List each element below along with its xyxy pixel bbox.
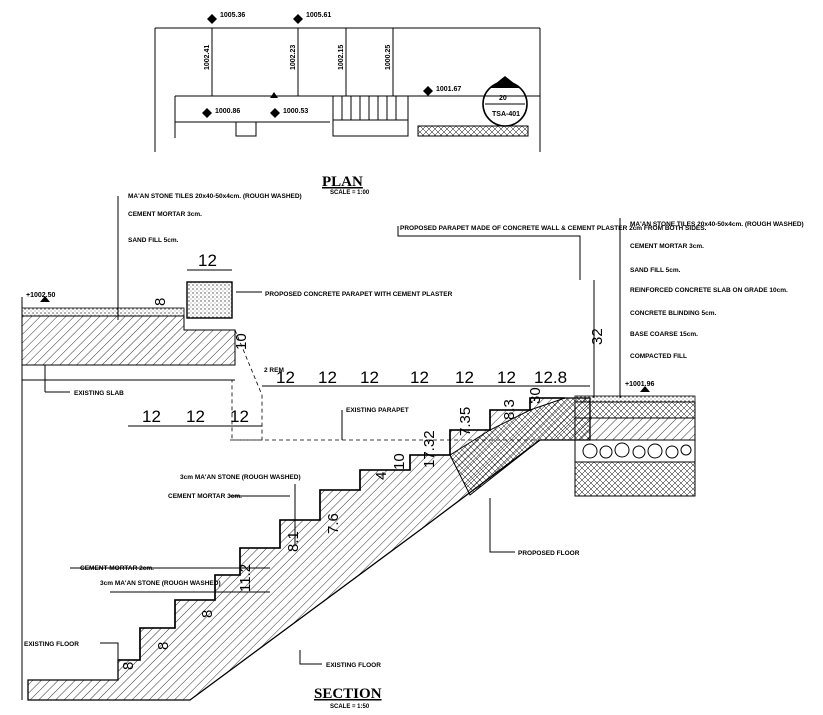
top-dim-5: 12 [455, 368, 474, 387]
plan-vlevel-3: 1002.15 [338, 45, 345, 70]
riser-dim-9: 17.32 [421, 430, 438, 468]
top-dim-7: 12.8 [534, 368, 567, 387]
left-level-marker [40, 296, 50, 302]
base-coarse-stones [574, 439, 696, 463]
lower-dim-2: 12 [186, 407, 205, 426]
lower-dim-1: 12 [142, 407, 161, 426]
right-slab [574, 401, 696, 419]
right-height: 32 [589, 328, 606, 345]
plan-view: 1005.36 1005.61 1000.86 1000.53 1001.67 … [154, 12, 541, 196]
top-dim-3: 12 [360, 368, 379, 387]
riser-dim-8: 10 [391, 453, 408, 470]
right-note-4: REINFORCED CONCRETE SLAB ON GRADE 10cm. [630, 287, 788, 294]
existing-floor-left-label: EXISTING FLOOR [24, 641, 79, 648]
riser-dim-2: 8 [155, 642, 172, 650]
compacted-fill [574, 461, 696, 497]
existing-floor-bottom-label: EXISTING FLOOR [326, 662, 381, 669]
parapet-width: 12 [198, 251, 217, 270]
plan-vlevel-1: 1002.41 [204, 45, 211, 70]
top-dim-4: 12 [410, 368, 429, 387]
plan-level-5: 1001.67 [436, 86, 461, 93]
plan-vlevel-2: 1002.23 [290, 45, 297, 70]
section-marker-number: 20 [499, 95, 507, 102]
section-scale: SCALE = 1:50 [330, 704, 370, 710]
existing-slab [21, 315, 236, 366]
section-marker-sheet: TSA-401 [492, 111, 520, 118]
riser-dim-6: 8.1 [285, 531, 302, 552]
existing-slab-label: EXISTING SLAB [74, 390, 124, 397]
right-note-6: BASE COARSE 15cm. [630, 331, 698, 338]
proposed-parapet [186, 281, 233, 319]
right-note-3: SAND FILL 5cm. [630, 267, 681, 274]
stair-note-3: CEMENT MORTAR 2cm. [80, 565, 154, 572]
left-floor-finish [21, 307, 185, 317]
right-note-7: COMPACTED FILL [630, 353, 687, 360]
plan-stair-treads [333, 96, 408, 121]
plan-scale: SCALE = 1:00 [330, 190, 370, 196]
wall-note: PROPOSED PARAPET MADE OF CONCRETE WALL &… [400, 225, 707, 232]
plan-level-1: 1005.36 [220, 12, 245, 19]
parapet-side: 10 [233, 333, 250, 350]
top-dim-2: 12 [318, 368, 337, 387]
left-note-1: MA'AN STONE TILES 20x40-50x4cm. (ROUGH W… [128, 193, 302, 200]
section-view: +1002.50 +1001.96 12 8 10 12 12 12 12 12… [21, 193, 804, 710]
existing-parapet-label: EXISTING PARAPET [346, 407, 409, 414]
plan-level-4: 1000.53 [283, 108, 308, 115]
riser-dim-4: 8 [199, 610, 216, 618]
parapet-note: PROPOSED CONCRETE PARAPET WITH CEMENT PL… [265, 291, 453, 298]
left-note-2: CEMENT MORTAR 3cm. [128, 211, 202, 218]
riser-dim-10: 7.35 [457, 407, 474, 436]
plan-level-2: 1005.61 [306, 12, 331, 19]
riser-dim-7: 4 [373, 472, 390, 480]
stair-note-1: 3cm MA'AN STONE (ROUGH WASHED) [180, 474, 301, 481]
right-note-1: MA'AN STONE TILES 20x40-50x4cm. (ROUGH W… [630, 221, 804, 228]
riser-dim-1: 8 [120, 662, 137, 670]
plan-vlevel-4: 1000.25 [385, 45, 392, 70]
plan-level-markers [202, 14, 433, 118]
right-level: +1001.96 [625, 381, 654, 388]
riser-dim-3: 11.2 [237, 564, 254, 592]
stair-finish-line [118, 397, 565, 661]
section-title: SECTION [314, 686, 382, 702]
riser-dim-11: 8.3 [501, 399, 518, 420]
right-blinding [574, 417, 696, 441]
riser-dim-5: 7.6 [325, 513, 342, 534]
parapet-height: 8 [152, 298, 169, 306]
stair-note-4: 3cm MA'AN STONE (ROUGH WASHED) [100, 580, 221, 587]
stair-note-2: CEMENT MORTAR 3cm. [168, 493, 242, 500]
top-dim-6: 12 [497, 368, 516, 387]
right-floor-finish [574, 395, 696, 403]
right-note-2: CEMENT MORTAR 3cm. [630, 243, 704, 250]
left-note-3: SAND FILL 5cm. [128, 237, 179, 244]
plan-parapet [417, 125, 529, 137]
riser-dim-12: 30 [527, 387, 544, 404]
right-note-5: CONCRETE BLINDING 5cm. [630, 310, 717, 317]
small-note: 2 REM [264, 367, 284, 374]
plan-stair [332, 95, 409, 137]
top-dim-1: 12 [276, 368, 295, 387]
plan-column [235, 121, 257, 137]
lower-dim-3: 12 [230, 407, 249, 426]
proposed-floor-label: PROPOSED FLOOR [518, 550, 580, 557]
left-level: +1002.50 [26, 292, 55, 299]
plan-level-3: 1000.86 [215, 108, 240, 115]
section-marker: 20 TSA-401 [482, 76, 528, 127]
right-level-marker [640, 386, 650, 392]
leader-lines [45, 196, 621, 668]
plan-title: PLAN [322, 174, 363, 190]
